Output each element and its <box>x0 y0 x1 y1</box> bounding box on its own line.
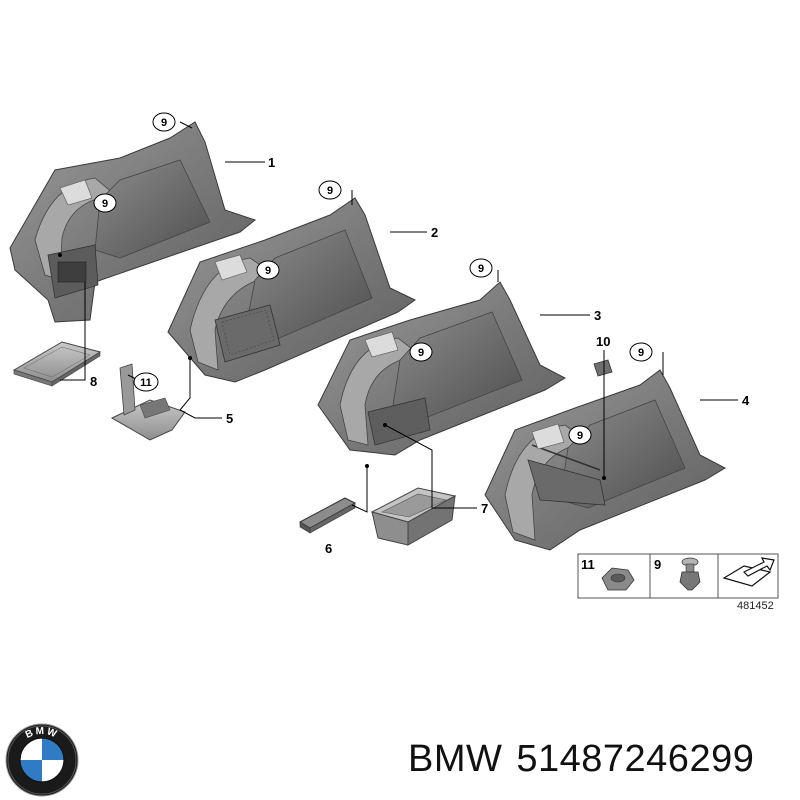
reference-number: 481452 <box>737 600 774 612</box>
clip-marker-label: 9 <box>478 263 484 275</box>
callout-7: 7 <box>481 501 488 516</box>
clip-marker: 9 <box>629 342 653 362</box>
clip-marker-label: 9 <box>327 185 333 197</box>
clip-marker: 9 <box>93 193 117 213</box>
leader-dots <box>58 253 606 480</box>
callout-10: 10 <box>596 334 610 349</box>
legend-clip-number: 9 <box>654 557 661 572</box>
trim-panel-2 <box>167 197 416 383</box>
bmw-logo: BMW <box>5 723 79 797</box>
nut-icon <box>601 567 635 591</box>
clip-marker: 9 <box>469 258 493 278</box>
svg-text:BMW: BMW <box>24 726 60 741</box>
nut-marker: 11 <box>133 372 159 392</box>
clip-marker-label: 9 <box>418 347 424 359</box>
callout-3: 3 <box>594 308 601 323</box>
callout-4: 4 <box>742 393 750 408</box>
callout-6: 6 <box>325 541 332 556</box>
clip-marker-label: 9 <box>102 198 108 210</box>
trim-panel-3 <box>317 281 567 456</box>
plate-arrow-icon <box>722 557 775 587</box>
part-6-clip <box>298 497 357 534</box>
part-number: 51487246299 <box>516 738 755 780</box>
part-5-bracket <box>110 363 186 441</box>
clip-marker: 9 <box>318 180 342 200</box>
brand-name: BMW <box>408 738 503 780</box>
clip-marker: 9 <box>152 112 176 132</box>
logo-letters: BMW <box>24 726 58 741</box>
trim-panel-1 <box>9 121 257 323</box>
part-8-tray <box>12 341 102 387</box>
footer-caption: BMW 51487246299 <box>408 738 768 781</box>
clip-marker: 9 <box>568 425 592 445</box>
callout-2: 2 <box>431 225 438 240</box>
clip-marker-label: 9 <box>638 347 644 359</box>
part-7-box <box>370 487 457 546</box>
clip-markers: 9 9 9 9 9 9 9 9 <box>93 112 653 445</box>
legend-nut-number: 11 <box>581 557 595 572</box>
callout-8: 8 <box>90 374 97 389</box>
clip-marker-label: 9 <box>577 430 583 442</box>
clip-icon <box>679 557 701 591</box>
leader-lines <box>60 121 738 513</box>
fastener-legend: 11 9 481452 <box>577 553 779 612</box>
nut-marker-label: 11 <box>140 377 152 389</box>
part-10-clip <box>593 359 613 377</box>
clip-marker-label: 9 <box>161 117 167 129</box>
clip-marker: 9 <box>409 342 433 362</box>
callout-1: 1 <box>268 155 275 170</box>
trim-panel-4 <box>484 369 727 551</box>
callout-labels: 1 2 3 4 5 6 7 8 10 <box>90 155 750 556</box>
clip-marker-label: 9 <box>265 265 271 277</box>
callout-5: 5 <box>226 411 233 426</box>
clip-marker: 9 <box>256 260 280 280</box>
